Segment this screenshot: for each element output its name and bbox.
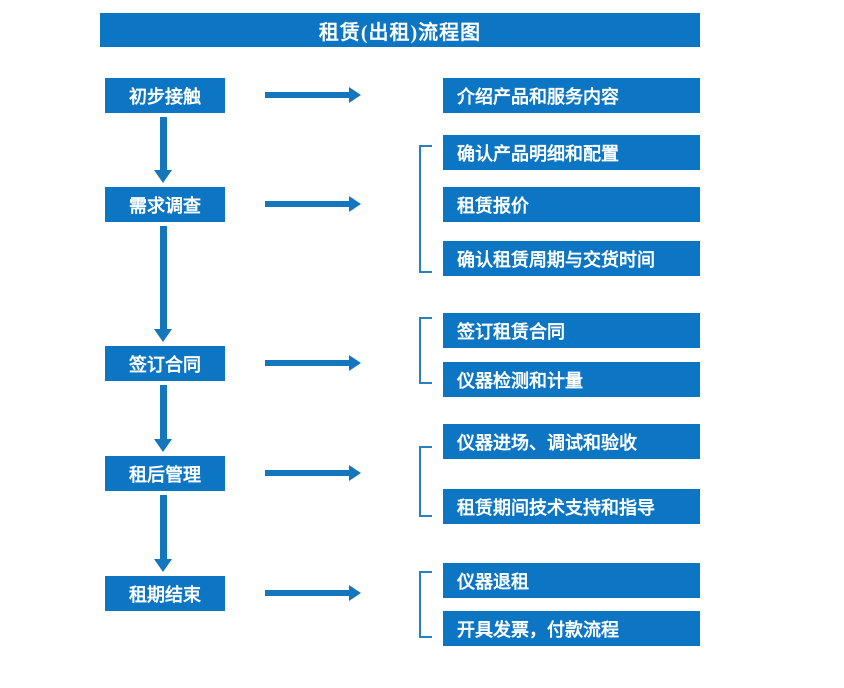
detail-box-stage5-2[interactable]: 开具发票，付款流程 (443, 611, 700, 646)
vertical-arrow-stage1-stage2 (151, 117, 175, 183)
group-bracket-stage4 (419, 446, 432, 517)
vertical-arrow-stage3-stage4 (151, 385, 175, 452)
horizontal-arrow-stage2 (265, 196, 361, 212)
vertical-arrow-stage2-stage3 (151, 226, 175, 342)
horizontal-arrow-stage4 (265, 465, 361, 481)
detail-box-stage2-1[interactable]: 确认产品明细和配置 (443, 135, 700, 170)
detail-box-stage4-2[interactable]: 租赁期间技术支持和指导 (443, 489, 700, 524)
detail-box-stage1-1[interactable]: 介绍产品和服务内容 (443, 78, 700, 113)
vertical-arrow-stage4-stage5 (151, 495, 175, 572)
stage-box-1[interactable]: 初步接触 (105, 78, 225, 113)
diagram-title: 租赁(出租)流程图 (100, 13, 700, 47)
stage-box-3[interactable]: 签订合同 (105, 346, 225, 381)
horizontal-arrow-stage5 (265, 585, 361, 601)
detail-box-stage3-1[interactable]: 签订租赁合同 (443, 313, 700, 348)
stage-box-2[interactable]: 需求调查 (105, 187, 225, 222)
group-bracket-stage5 (419, 571, 432, 638)
stage-box-4[interactable]: 租后管理 (105, 456, 225, 491)
detail-box-stage5-1[interactable]: 仪器退租 (443, 563, 700, 598)
stage-box-5[interactable]: 租期结束 (105, 576, 225, 611)
horizontal-arrow-stage1 (265, 87, 361, 103)
detail-box-stage4-1[interactable]: 仪器进场、调试和验收 (443, 424, 700, 459)
detail-box-stage2-3[interactable]: 确认租赁周期与交货时间 (443, 241, 700, 276)
detail-box-stage3-2[interactable]: 仪器检测和计量 (443, 362, 700, 397)
horizontal-arrow-stage3 (265, 355, 361, 371)
group-bracket-stage2 (419, 145, 432, 273)
detail-box-stage2-2[interactable]: 租赁报价 (443, 187, 700, 222)
group-bracket-stage3 (419, 317, 432, 384)
